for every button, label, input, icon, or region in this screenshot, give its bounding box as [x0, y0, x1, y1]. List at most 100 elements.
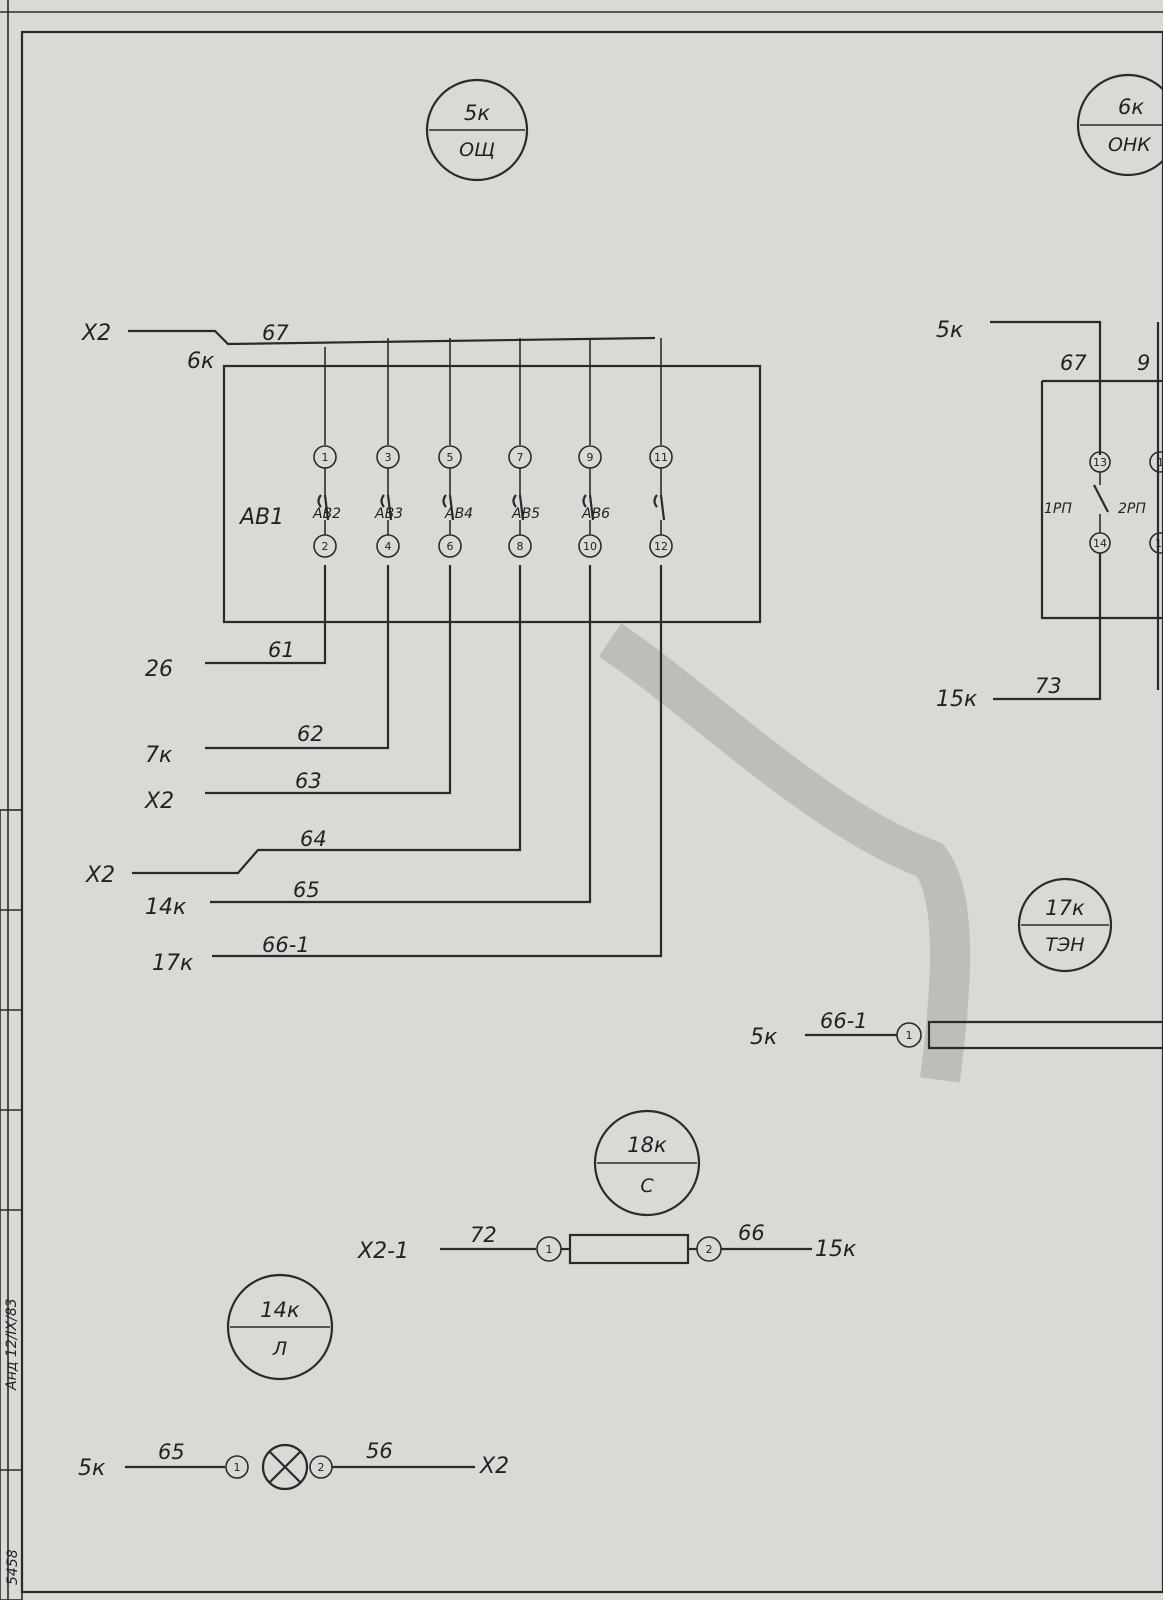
breaker-label-3: АВ3	[374, 506, 403, 522]
out1-wire: 61	[268, 638, 295, 662]
breaker-label-4: АВ4	[444, 506, 473, 522]
badge-5k-name: ОЩ	[459, 139, 495, 161]
panel6-out-dest: 15к	[936, 687, 978, 712]
relay-1rp-label: 1РП	[1044, 501, 1072, 517]
lamp-term-2: 2	[318, 1461, 325, 1474]
component-badge-18k: 18к С	[593, 1109, 701, 1217]
lamp-wire-out: 56	[366, 1439, 393, 1463]
out6-wire: 66-1	[262, 933, 310, 957]
heater-17k: 5к 66-1 1	[750, 1009, 1163, 1050]
lamp-term-1: 1	[234, 1461, 241, 1474]
relay-2rp-label: 2РП	[1118, 501, 1146, 517]
breaker-panel-5k: Х2 6к 67 12АВ134АВ256АВ378АВ4910АВ51112А…	[81, 321, 762, 976]
lamp-source: 5к	[78, 1456, 106, 1481]
badge-17k-name: ТЭН	[1045, 934, 1084, 956]
breaker-contact-1	[323, 494, 330, 521]
out4-wire: 64	[300, 827, 327, 851]
resistor-18k: Х2-1 72 1 2 66 15к	[357, 1221, 857, 1265]
breaker-contact-4	[518, 494, 525, 521]
component-badge-14k: 14к Л	[226, 1273, 334, 1381]
lamp-dest: Х2	[479, 1454, 509, 1479]
panel5-in-junction: 6к	[187, 349, 215, 374]
breaker-contact-5	[588, 494, 595, 521]
badge-6k-name: ОНК	[1108, 134, 1152, 156]
panel6-wire-a: 67	[1060, 351, 1087, 375]
breaker-top-term-label-6: 11	[654, 451, 668, 464]
breaker-arc-6	[653, 494, 658, 508]
out3-wire: 63	[295, 769, 322, 793]
resistor-wire-out: 66	[738, 1221, 765, 1245]
breaker-bottom-term-5	[578, 534, 602, 558]
heater-wire: 66-1	[820, 1009, 868, 1033]
relay-panel-6k: 5к 67 9 13 1 1РП 2РП 14 12 15к 73	[936, 318, 1163, 712]
breaker-bottom-term-label-1: 2	[322, 540, 329, 553]
out5-wire: 65	[293, 878, 320, 902]
breaker-top-term-label-4: 7	[517, 451, 524, 464]
panel6-in-source: 5к	[936, 318, 964, 343]
component-badge-5k: 5к ОЩ	[425, 78, 529, 182]
breaker-top-term-label-2: 3	[385, 451, 392, 464]
resistor-dest: 15к	[815, 1237, 857, 1262]
breaker-contact-3	[448, 494, 455, 521]
breaker-top-term-label-5: 9	[587, 451, 594, 464]
panel5-in-wire: 67	[262, 321, 289, 345]
lamp-wire-in: 65	[158, 1440, 185, 1464]
breaker-top-term-label-1: 1	[322, 451, 329, 464]
badge-6k-id: 6к	[1118, 95, 1144, 119]
badge-14k-id: 14к	[260, 1298, 300, 1322]
breaker-bottom-term-label-2: 4	[385, 540, 392, 553]
heater-term-1: 1	[906, 1029, 913, 1042]
resistor-source: Х2-1	[357, 1239, 409, 1264]
badge-14k-name: Л	[272, 1338, 287, 1360]
breaker-bottom-term-label-3: 6	[447, 540, 454, 553]
out2-wire: 62	[297, 722, 324, 746]
panel6-wire-b: 9	[1137, 351, 1150, 375]
breaker-bottom-term-4	[508, 534, 532, 558]
breaker-contact-2	[386, 494, 393, 521]
panel5-in-source: Х2	[81, 321, 111, 346]
panel6-term-bottom2: 12	[1155, 537, 1163, 550]
breaker-label-1: АВ1	[238, 505, 284, 530]
out5-dest: 14к	[145, 895, 187, 920]
breaker-bottom-term-label-6: 12	[654, 540, 668, 553]
breaker-bottom-term-6	[649, 534, 673, 558]
stamp-number: 5458	[5, 1549, 21, 1585]
badge-17k-id: 17к	[1045, 896, 1085, 920]
component-badge-6k: 6к ОНК	[1076, 73, 1163, 177]
panel6-out-wire: 73	[1035, 674, 1062, 698]
badge-5k-id: 5к	[464, 101, 490, 125]
component-badge-17k: 17к ТЭН	[1017, 877, 1113, 973]
resistor-term-2: 2	[706, 1243, 713, 1256]
breaker-label-2: АВ2	[312, 506, 341, 522]
lamp-symbol	[261, 1443, 309, 1491]
badge-18k-name: С	[640, 1175, 654, 1197]
breaker-label-6: АВ6	[581, 506, 610, 522]
breaker-bottom-term-label-5: 10	[583, 540, 597, 553]
resistor-wire-in: 72	[470, 1223, 497, 1247]
out2-dest: 7к	[145, 743, 173, 768]
out4-dest: Х2	[85, 863, 115, 888]
breaker-bottom-term-3	[438, 534, 462, 558]
badge-18k-id: 18к	[627, 1133, 667, 1157]
panel6-term-14: 14	[1093, 537, 1107, 550]
breaker-arc-1	[317, 494, 322, 508]
breaker-bottom-term-label-4: 8	[517, 540, 524, 553]
breaker-arc-3	[442, 494, 447, 508]
panel6-term-top2: 1	[1157, 456, 1163, 469]
title-block-strip: Анд 12/IX/83 5458	[0, 809, 23, 1600]
breaker-arc-2	[380, 494, 385, 508]
breaker-contact-6	[659, 494, 666, 521]
out1-dest: 26	[145, 657, 173, 682]
breaker-top-term-label-3: 5	[447, 451, 454, 464]
resistor-term-1: 1	[546, 1243, 553, 1256]
heater-source: 5к	[750, 1025, 778, 1050]
lamp-14k: 5к 65 1 2 56 Х2	[78, 1439, 509, 1491]
breaker-bottom-term-1	[313, 534, 337, 558]
stamp-signature: Анд 12/IX/83	[4, 1298, 20, 1391]
breaker-arc-5	[582, 494, 587, 508]
out3-dest: Х2	[144, 789, 174, 814]
breaker-label-5: АВ5	[511, 506, 540, 522]
breaker-bottom-term-2	[376, 534, 400, 558]
breaker-arc-4	[512, 494, 517, 508]
